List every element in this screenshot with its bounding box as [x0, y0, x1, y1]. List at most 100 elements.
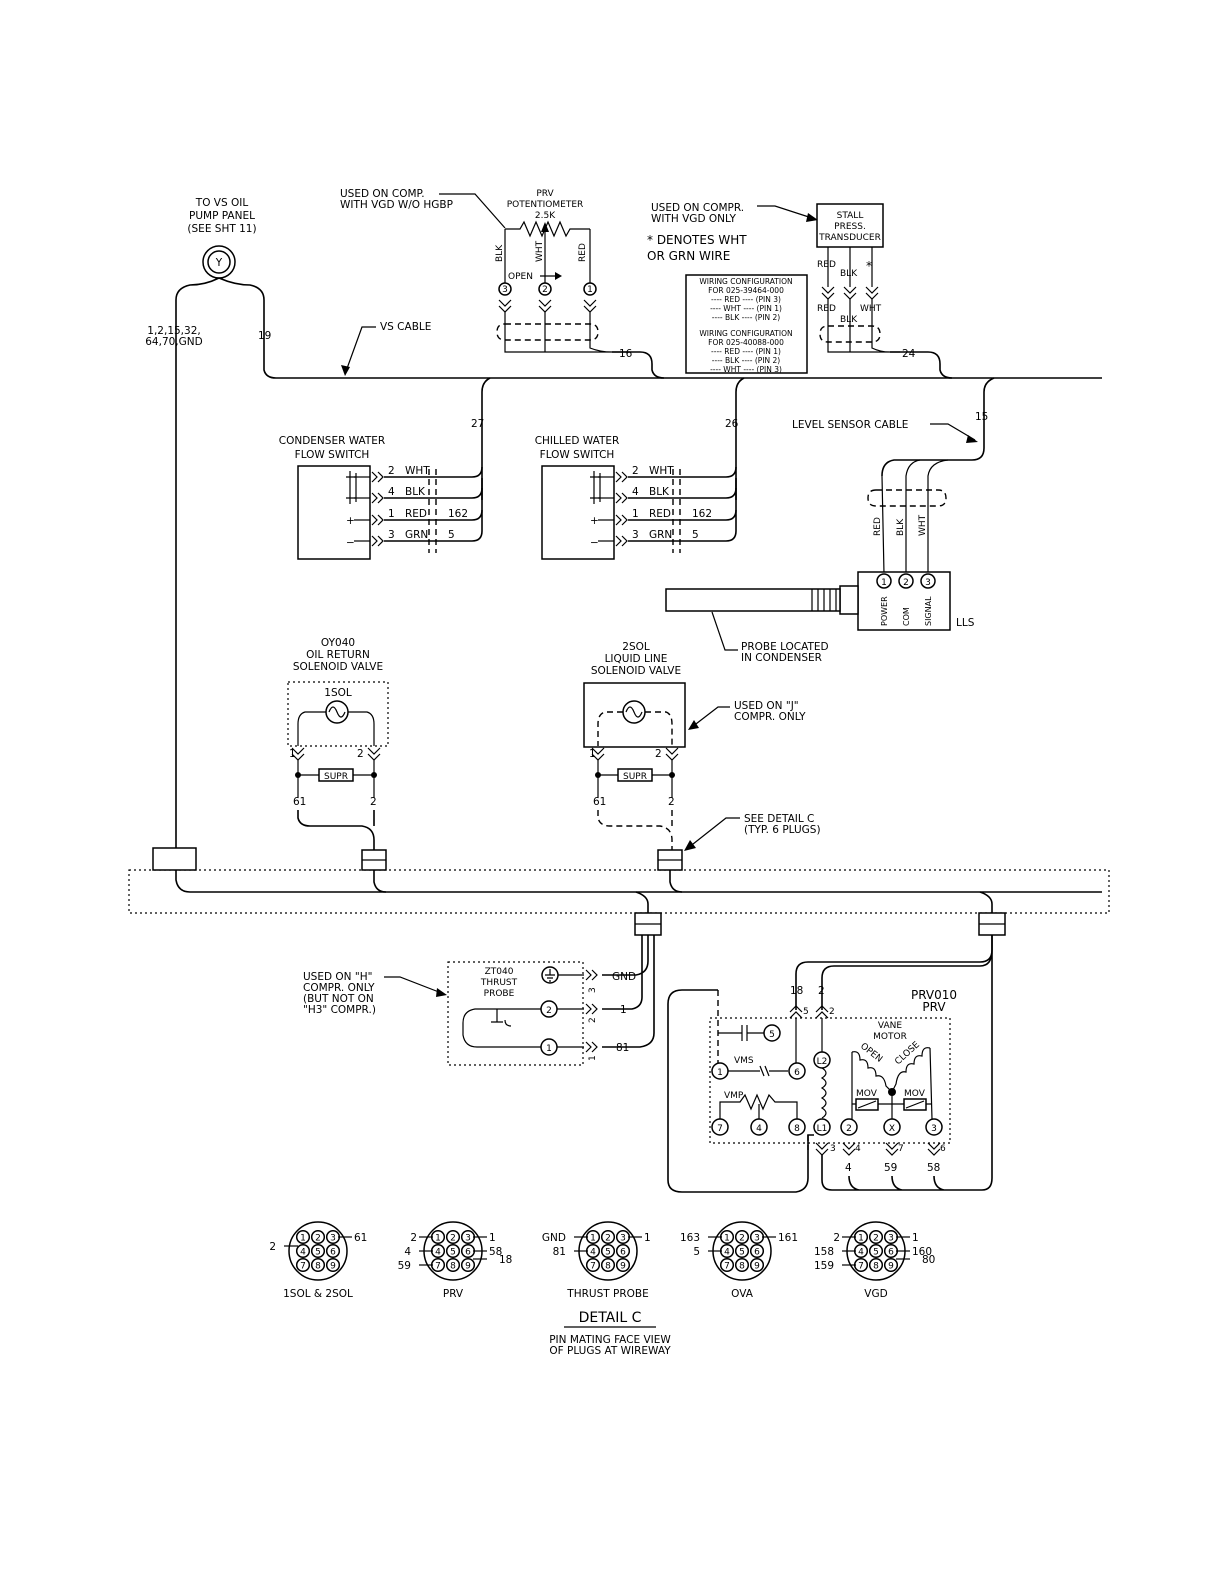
flow-color: GRN	[405, 529, 428, 541]
valve-wires	[297, 810, 375, 850]
capacitor	[718, 1025, 764, 1041]
detail-pin-circle	[310, 1243, 326, 1259]
detail-pin-number: 1	[590, 1234, 596, 1244]
plug-y-label: Y	[215, 257, 223, 269]
detail-pin-circle	[868, 1257, 884, 1273]
prv-blk-label: BLK	[495, 244, 505, 262]
vane-wires	[851, 1047, 933, 1120]
prv-term-x-label: X	[889, 1124, 895, 1134]
detail-pin-number: 1	[724, 1234, 730, 1244]
used-j-leader	[691, 706, 730, 728]
wire-15-label: 15	[975, 411, 988, 423]
wiring-config-box	[685, 274, 808, 374]
flow-wire	[384, 487, 483, 499]
flow-pin: 1	[632, 508, 639, 520]
wire-15-drop	[881, 377, 995, 477]
detail-plug-right-label: 1	[644, 1232, 651, 1244]
detail-plug-right-label: 160	[912, 1246, 932, 1258]
detail-pin-number: 8	[315, 1262, 321, 1272]
svg-text:USED ON COMPR.WITH VGD ONLY: USED ON COMPR.WITH VGD ONLY	[651, 202, 744, 225]
detail-pin-number: 7	[858, 1262, 864, 1272]
prv-term-4	[750, 1118, 768, 1136]
wire-1sol-to-bus	[373, 870, 387, 893]
detail-pin-number: 8	[739, 1262, 745, 1272]
prv-term-6-label: 6	[794, 1068, 800, 1078]
flow-shield	[672, 469, 681, 553]
detail-pin-number: 7	[300, 1262, 306, 1272]
valve-leads	[297, 760, 375, 798]
wire-2sol-to-bus	[669, 870, 683, 893]
wiring-config-line: FOR 025-40088-000	[708, 338, 784, 347]
flow-wire	[384, 530, 483, 542]
stall-leads	[827, 247, 873, 287]
flow-wire-number: 5	[448, 529, 455, 541]
prv-w59: 59	[884, 1162, 897, 1174]
wire-24-label: 24	[902, 348, 916, 360]
prv-term-6	[788, 1062, 806, 1080]
detail-pin-circle	[295, 1243, 311, 1259]
prv-w58: 58	[927, 1162, 940, 1174]
2sol-leads	[597, 711, 673, 746]
valve-node	[295, 772, 301, 778]
valve-wire-61: 61	[593, 796, 606, 808]
thrust-pin-number: 2	[588, 1017, 598, 1023]
prv-term-2-label: 2	[846, 1124, 852, 1134]
prv-p2: 2	[829, 1007, 835, 1017]
flow-pin: 4	[388, 486, 395, 498]
used-h-arrow	[436, 988, 447, 997]
prv-term-x	[883, 1118, 901, 1136]
valve-wire-2: 2	[668, 796, 675, 808]
valve-wire-61: 61	[293, 796, 306, 808]
stall-wht-lower: WHT	[860, 304, 882, 314]
detail-pin-number: 6	[465, 1248, 471, 1258]
prv-box	[709, 1017, 951, 1144]
wiring-config-line: WIRING CONFIGURATION	[699, 329, 792, 338]
prv-term-5	[763, 1024, 781, 1042]
stall-star: *	[866, 259, 872, 273]
detail-pin-circle	[445, 1229, 461, 1245]
wire-27-label: 27	[471, 418, 484, 430]
detail-pin-circle	[868, 1229, 884, 1245]
detail-plug-left-label: 163	[680, 1232, 700, 1244]
detail-plug-left-label: 2	[833, 1232, 840, 1244]
detail-pin-number: 3	[465, 1234, 471, 1244]
detail-pin-circle	[600, 1243, 616, 1259]
detail-plug-name: VGD	[864, 1288, 887, 1300]
wireway-bus	[175, 870, 1102, 893]
thrust-pin-number: 3	[588, 987, 598, 993]
level-blk: BLK	[896, 518, 906, 536]
detail-plug-left-label: 59	[398, 1260, 411, 1272]
detail-pin-circle	[585, 1257, 601, 1273]
prv-p5: 5	[803, 1007, 809, 1017]
used-h-label: USED ON "H"COMPR. ONLY(BUT NOT ON"H3" CO…	[303, 971, 376, 1016]
wire-26-label: 26	[725, 418, 739, 430]
detail-pin-circle	[734, 1243, 750, 1259]
lls-pin-number: 3	[925, 578, 931, 588]
detail-pin-number: 5	[315, 1248, 321, 1258]
prv-l2-label: L2	[817, 1057, 828, 1067]
prv-wires-down	[504, 312, 630, 353]
vms-switch	[728, 1065, 788, 1077]
wire-26-drop	[735, 377, 745, 500]
flow-pin: 2	[632, 465, 639, 477]
lls-stem	[839, 585, 859, 615]
detail-pin-circle	[295, 1229, 311, 1245]
detail-pin-circle	[295, 1257, 311, 1273]
detail-pin-number: 9	[888, 1262, 894, 1272]
valve-connector	[591, 747, 679, 761]
detail-plug-name: 1SOL & 2SOL	[283, 1288, 353, 1300]
detail-pin-number: 8	[450, 1262, 456, 1272]
prv-term-1-label: 1	[717, 1068, 723, 1078]
detail-plug-right-label: 1	[912, 1232, 919, 1244]
lls-pin-name: POWER	[880, 596, 889, 626]
thrust-pin2-label: 2	[546, 1006, 552, 1016]
thrust-probe-symbol	[491, 1009, 512, 1027]
detail-pin-number: 3	[754, 1234, 760, 1244]
prv-open-arrowhead	[555, 272, 562, 280]
